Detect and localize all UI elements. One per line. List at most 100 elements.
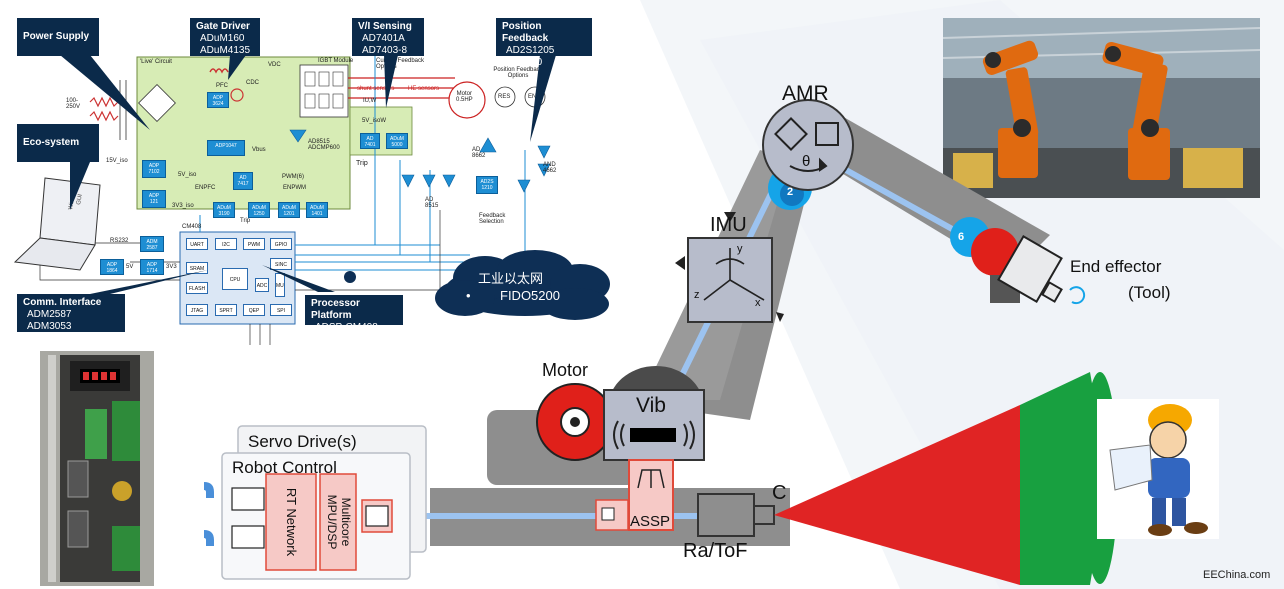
feedback-selection-label: Feedback Selection — [479, 213, 506, 225]
imu-axis-y: y — [737, 243, 743, 255]
ra-tof-label: Ra/ToF — [683, 540, 748, 562]
multicore-block — [319, 473, 357, 571]
input-filter-icon — [89, 96, 119, 108]
position-feedback-options-label: Position Feedback Options — [493, 67, 543, 79]
imu-axis-z: z — [694, 289, 700, 301]
connector-icons — [204, 482, 214, 546]
shunt-sensors-label: shunt sensors — [357, 86, 395, 92]
watermark: EEChina.com — [1203, 569, 1271, 581]
drive-board-illustration — [40, 351, 154, 586]
vdc-label: VDC — [268, 62, 281, 68]
v3-label: 3V3 — [166, 264, 177, 270]
callout-pointers — [60, 55, 556, 294]
chip-adum-5000: ADuM 5000 — [386, 133, 408, 149]
robot-control-label: Robot Control — [232, 458, 337, 477]
igbt-module — [299, 64, 349, 118]
cm408-block-qep: QEP — [243, 304, 265, 316]
cdc-label: CDC — [246, 80, 259, 86]
imu-axis-x: x — [755, 297, 761, 309]
v3-iso-label: 3V3_iso — [172, 203, 194, 209]
chip-adum-1201: ADuM 1201 — [278, 202, 300, 218]
cm408-block-sprt: SPRT — [215, 304, 237, 316]
theta-label: θ — [802, 153, 811, 170]
callout-processor-platform: Processor Platform ADSP-CM408 — [305, 295, 403, 333]
he-sensors-label: HE sensors — [408, 86, 440, 92]
junction-node — [344, 271, 356, 283]
cm408-block-sram: SRAM — [186, 262, 208, 274]
resolver-icon — [494, 86, 516, 108]
callout-comm-interface: Comm. Interface ADM2587 ADM3053 — [17, 294, 125, 332]
worker-figure-icon — [1097, 399, 1219, 539]
servo-drive-label: Servo Drive(s) — [248, 432, 357, 451]
assp-label: ASSP — [630, 513, 671, 530]
rs232-label: RS232 — [110, 238, 129, 244]
v5-iso-label: 5V_iso — [178, 172, 197, 178]
vib-label: Vib — [636, 394, 666, 417]
callout-comm-interface-title: Comm. Interface — [23, 297, 102, 308]
cm408-block-uart: UART — [186, 238, 208, 250]
amr-symbol-icon — [774, 117, 839, 172]
cm408-block-spi: SPI — [270, 304, 292, 316]
callout-position-feedback: Position Feedback AD2S1205 AD7380 — [496, 18, 592, 68]
pwm-label: PWM(6) — [282, 174, 304, 180]
multicore-label: Multicore MPU/DSP — [325, 494, 353, 550]
callout-eco-system-title: Eco-system — [23, 137, 80, 148]
chip-adm-2587: ADM 2587 — [140, 236, 164, 252]
cm408-block-adc: ADC — [255, 278, 269, 292]
callout-processor-platform-title: Processor Platform — [311, 298, 360, 321]
callout-gate-driver-title: Gate Driver — [196, 21, 250, 32]
callout-position-feedback-item-2: AD7380 — [506, 57, 543, 68]
industrial-ethernet-cloud — [435, 250, 610, 320]
chip-adp-3624: ADP 3624 — [207, 92, 229, 108]
callout-comm-interface-item-2: ADM3053 — [27, 321, 72, 332]
cm408-block-i2c: I2C — [215, 238, 237, 250]
callout-position-feedback-title: Position Feedback — [502, 21, 549, 44]
robot-photo-illustration — [943, 18, 1260, 198]
laptop-icon: Win GUI — [13, 177, 101, 271]
vbus-label: Vbus — [252, 147, 266, 153]
c-label: C — [772, 482, 787, 504]
svg-text:GUI: GUI — [76, 193, 84, 205]
callout-vi-sensing-title: V/I Sensing — [358, 21, 412, 32]
servo-drive-board-photo — [40, 351, 154, 586]
ad8515-adcmp600-label: AD8515 ADCMP600 — [308, 139, 340, 151]
chip-adp-1864: ADP 1864 — [100, 259, 124, 275]
callout-gate-driver-item-1: ADuM160 — [200, 33, 245, 44]
cm408-block-gpio: GPIO — [270, 238, 292, 250]
igbt-label: IGBT Module — [318, 58, 354, 64]
res-label: RES — [498, 94, 511, 100]
callout-power-supply-title: Power Supply — [23, 31, 90, 42]
chip-ad-7401: AD 7401 — [360, 133, 380, 149]
joint-2-label: 2 — [787, 186, 794, 198]
pfc-label: PFC — [216, 83, 228, 89]
transceiver-icons — [231, 487, 389, 549]
imu-axes-icon — [703, 248, 765, 301]
rt-network-block — [265, 473, 317, 571]
callout-vi-sensing-item-2: AD7403-8 — [362, 45, 408, 56]
chip-adum-1401: ADuM 1401 — [306, 202, 328, 218]
chip-adp-121: ADP 121 — [142, 190, 166, 208]
end-effector-label: End effector — [1070, 257, 1162, 276]
callout-eco-system: Eco-system — [17, 124, 99, 162]
chip-adum-1250: ADuM 1250 — [248, 202, 270, 218]
motor-label: Motor — [542, 360, 589, 380]
cm408-label: CM408 — [182, 224, 202, 230]
v5-label: 5V — [126, 264, 134, 270]
chip-ad2s-1210: AD2S 1210 — [476, 176, 498, 194]
cm408-block-cpu: CPU — [222, 268, 248, 290]
cloud-line-2-bullet: • — [466, 288, 471, 303]
vision-cone-red — [774, 405, 1020, 585]
en-pwm-label: ENPWM — [283, 185, 306, 191]
rt-network-label: RT Network — [284, 487, 299, 557]
cm408-block-pwm: PWM — [243, 238, 265, 250]
en-pfc-label: ENPFC — [195, 185, 216, 191]
iuw-label: IU,W — [363, 98, 377, 104]
pfc-inductor-icon — [209, 68, 229, 74]
bridge-rectifier-icon — [138, 84, 176, 122]
enc-label: ENC — [528, 94, 541, 100]
cloud-line-2: FIDO5200 — [500, 288, 560, 303]
ra-tof-sensor — [697, 493, 755, 537]
motor-icon — [448, 81, 486, 119]
